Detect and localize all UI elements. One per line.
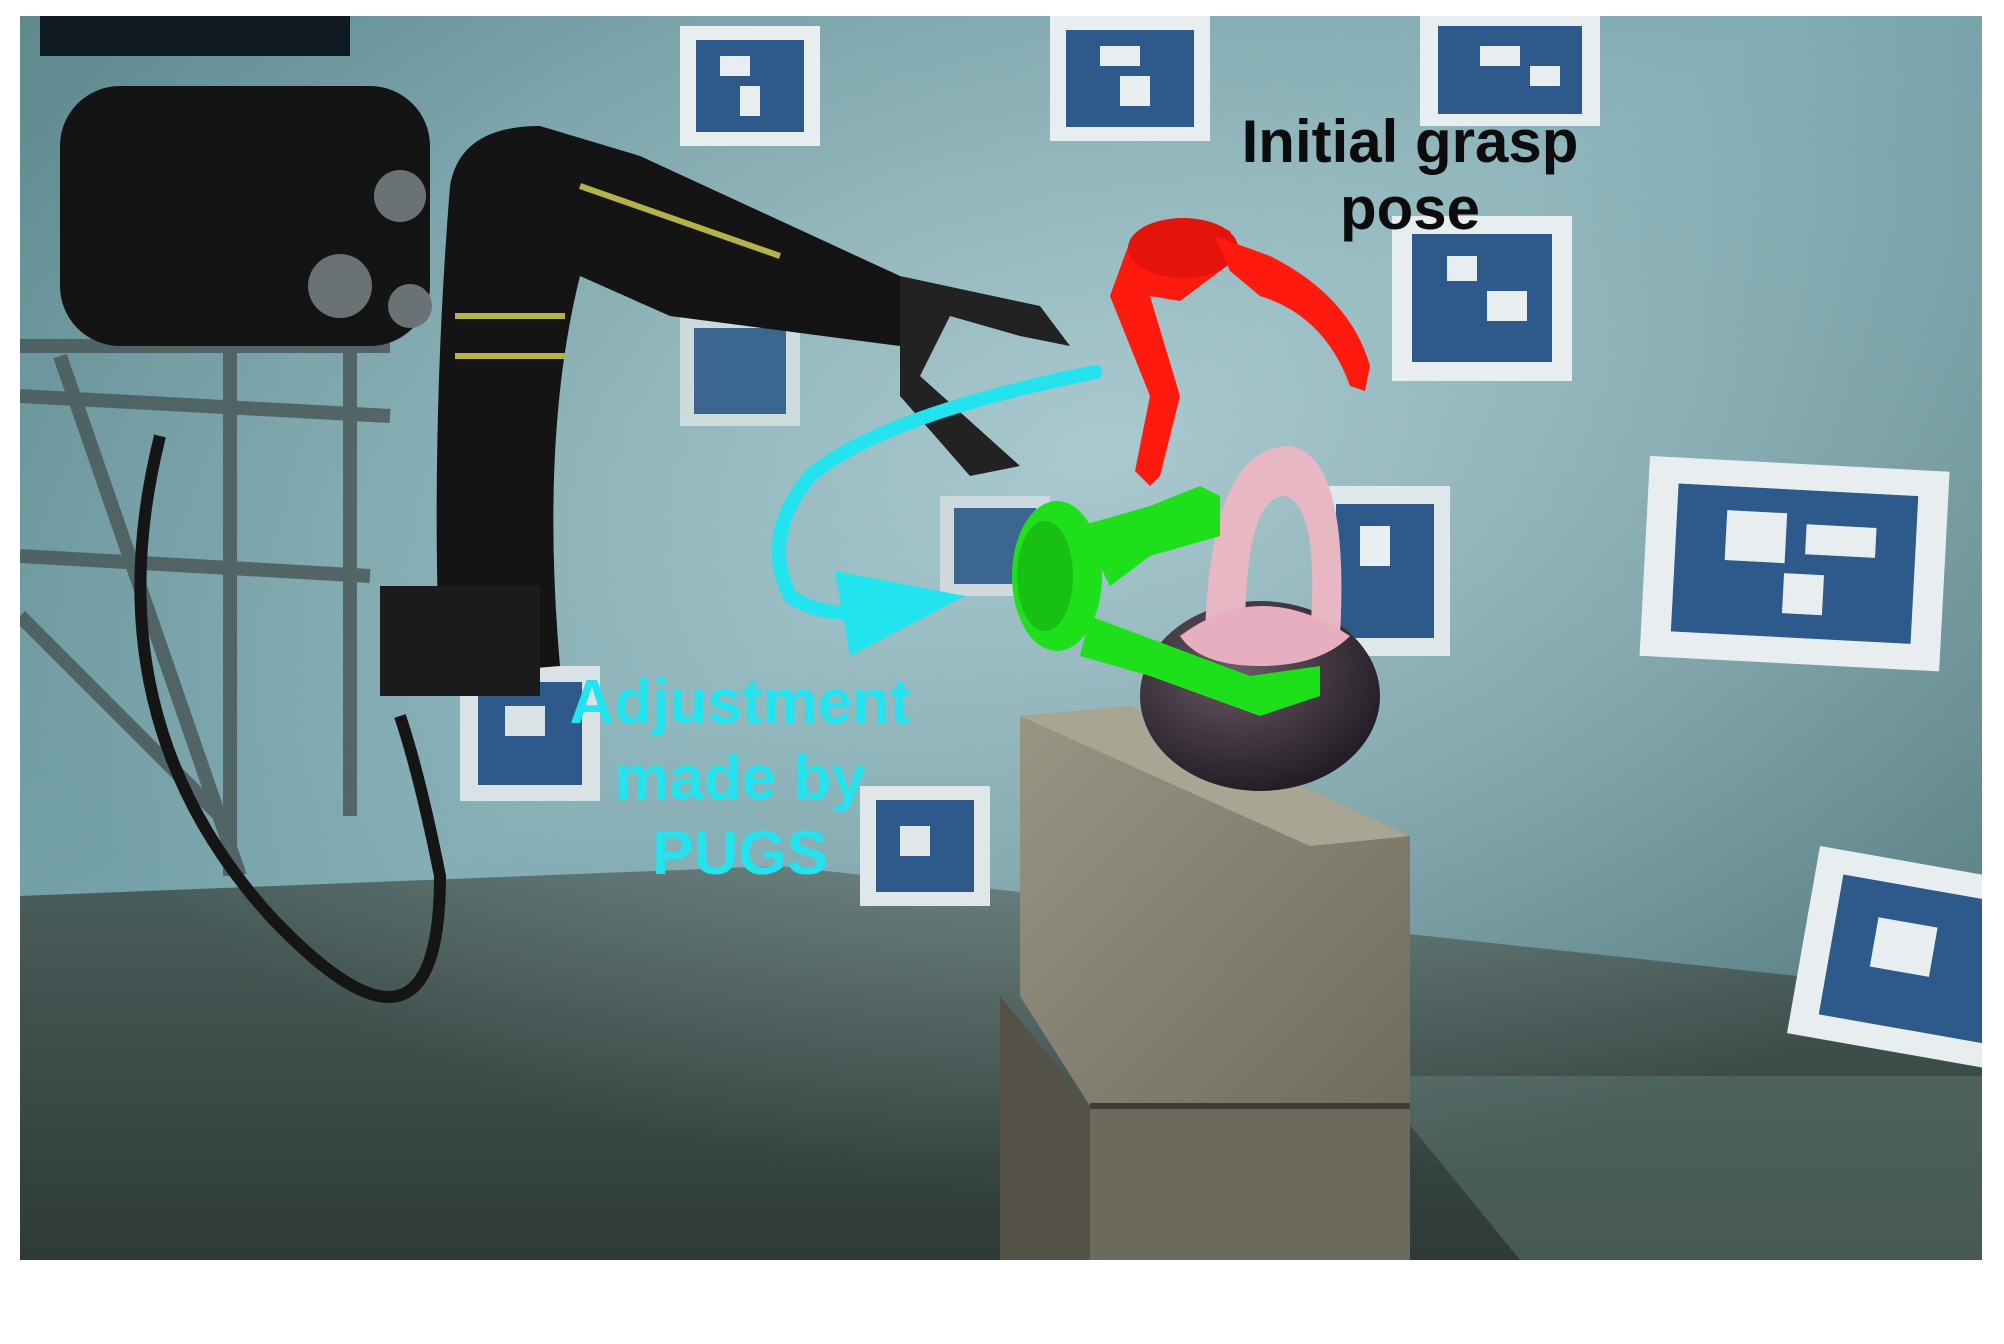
initial-grasp-pose-line2: pose xyxy=(1339,175,1481,243)
adjusted-grasp-gripper xyxy=(1012,486,1320,716)
robot-arm xyxy=(134,126,1070,1003)
initial-grasp-pose-label: Initial grasp pose xyxy=(1180,108,1640,242)
initial-grasp-pose-line1: Initial grasp xyxy=(1241,108,1579,175)
adjustment-arrow xyxy=(771,365,1102,656)
underwater-scene-photo xyxy=(20,16,1982,1260)
adjustment-line2: made by xyxy=(614,743,866,813)
adjustment-line1: Adjustment xyxy=(569,668,911,737)
adjustment-line3: PUGS xyxy=(652,819,828,889)
adjustment-label: Adjustment made by PUGS xyxy=(530,665,950,892)
fiducial-markers xyxy=(460,16,1982,1072)
scaffolding xyxy=(20,339,391,879)
initial-grasp-gripper xyxy=(1110,218,1370,486)
camera-housing xyxy=(40,16,432,346)
cinder-blocks xyxy=(1000,706,1410,1260)
